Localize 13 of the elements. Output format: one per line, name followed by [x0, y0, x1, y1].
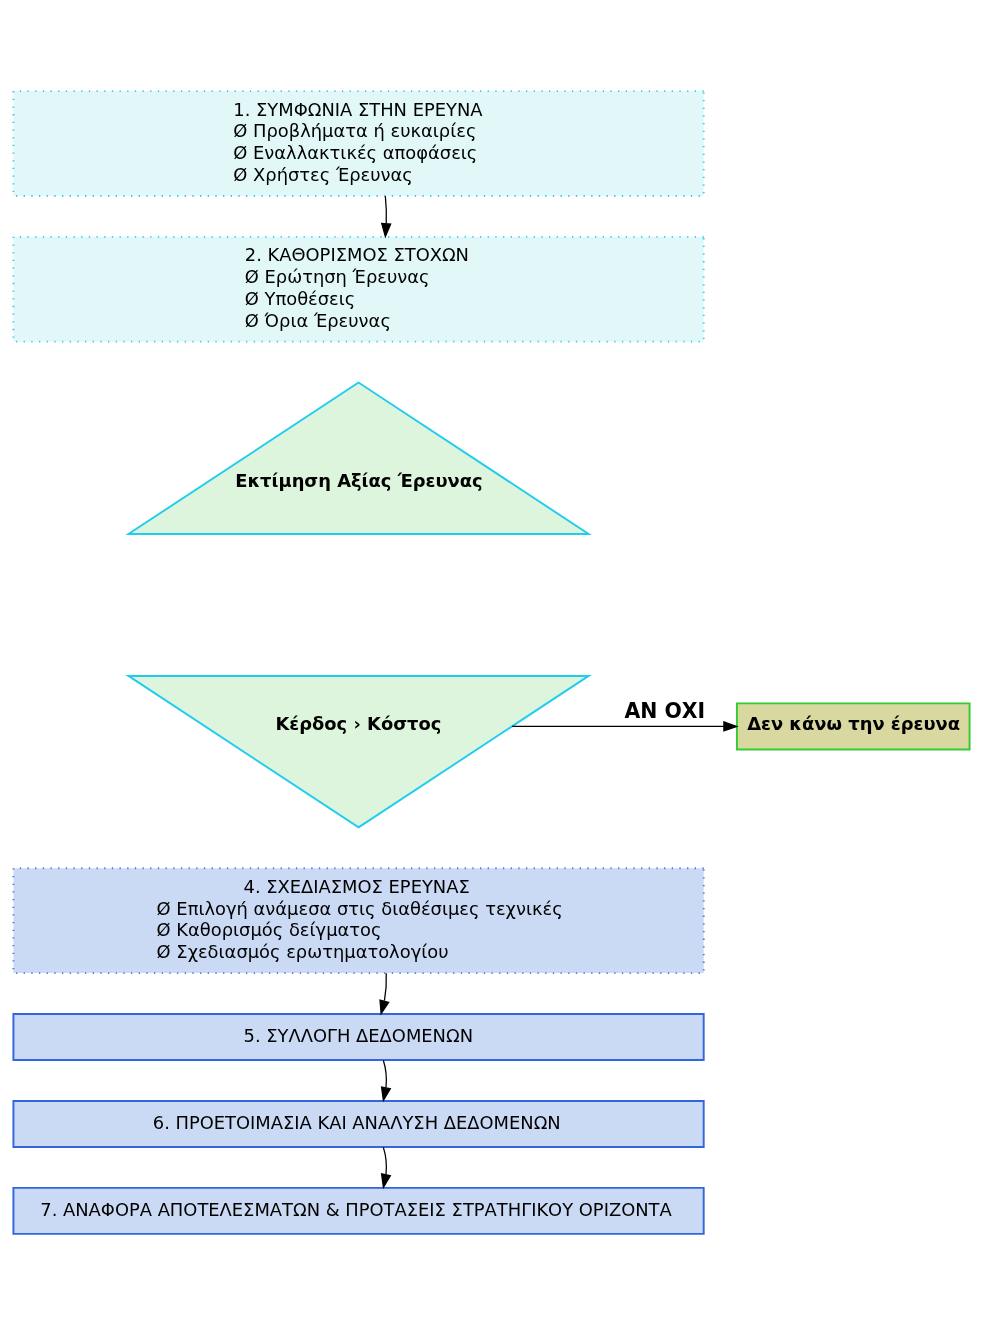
- node-box: 1. ΣΥΜΦΩΝΙΑ ΣΤΗΝ ΕΡΕΥΝΑ Ø Προβλήματα ή ευκαιρίες Ø Εναλλακτικές αποφάσεις Ø Χρήστες Έρευνας: [12, 89, 705, 197]
- arrow: [380, 1146, 392, 1189]
- node-box: 4. ΣΧΕΔΙΑΣΜΟΣ ΕΡΕΥΝΑΣ Ø Επιλογή ανάμεσα στις διαθέσιμες τεχνικές Ø Καθορισμός δείγματος Ø Σχεδιασμός ερωτηματολογίου: [12, 866, 705, 974]
- node-box: 6. ΠΡΟΕΤΟΙΜΑΣΙΑ ΚΑΙ ΑΝΑΛΥΣΗ ΔΕΔΟΜΕΝΩΝ: [12, 1099, 705, 1148]
- node-box: 7. ΑΝΑΦΟΡΑ ΑΠΟΤΕΛΕΣΜΑΤΩΝ & ΠΡΟΤΑΣΕΙΣ ΣΤΡΑΤΗΓΙΚΟΥ ΟΡΙΖΟΝΤΑ: [12, 1186, 705, 1235]
- arrow: [380, 194, 392, 238]
- arrow: [511, 720, 739, 732]
- arrow: [379, 972, 390, 1015]
- node-box: Δεν κάνω την έρευνα: [735, 701, 971, 750]
- edge-label: ΑΝ ΟΧΙ: [624, 698, 706, 723]
- node-box: 5. ΣΥΛΛΟΓΗ ΔΕΔΟΜΕΝΩΝ: [12, 1012, 705, 1061]
- node-box: 2. ΚΑΘΟΡΙΣΜΟΣ ΣΤΟΧΩΝ Ø Ερώτηση Έρευνας Ø Υποθέσεις Ø Όρια Έρευνας: [12, 235, 705, 343]
- arrow: [380, 1059, 392, 1102]
